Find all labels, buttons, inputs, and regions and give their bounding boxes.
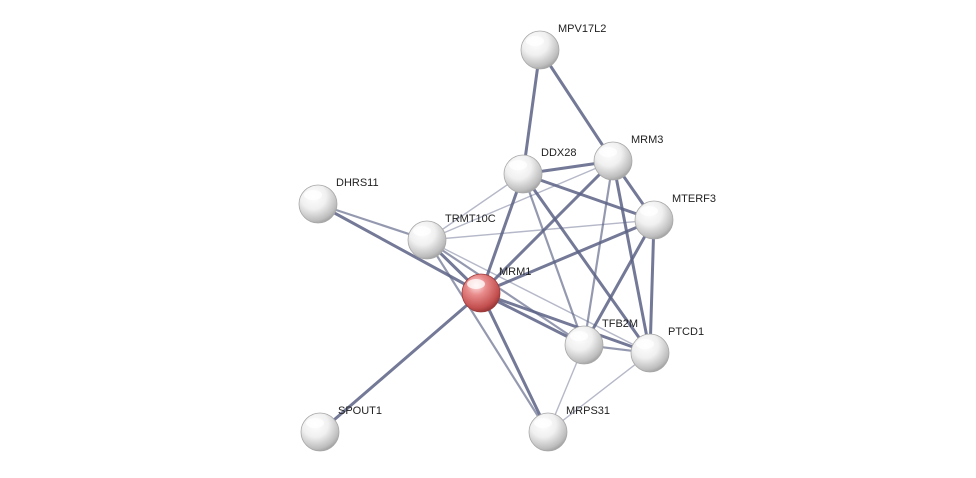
node-label-mpv17l2: MPV17L2 — [558, 23, 606, 35]
node-mrm3[interactable]: MRM3 — [593, 134, 663, 181]
node-highlight — [509, 160, 527, 170]
node-sphere[interactable] — [593, 141, 633, 181]
node-highlight — [570, 331, 588, 341]
node-highlight — [534, 418, 552, 428]
edge-mrm3-tfb2m — [582, 159, 615, 347]
node-label-mrm1: MRM1 — [499, 266, 531, 278]
node-highlight — [306, 418, 324, 428]
node-highlight — [304, 190, 322, 200]
edge-ptcd1-mrps31 — [547, 352, 651, 433]
node-spout1[interactable]: SPOUT1 — [300, 405, 382, 452]
edge-trmt10c-ptcd1 — [426, 239, 651, 354]
node-ptcd1[interactable]: PTCD1 — [630, 326, 704, 373]
edge-mterf3-mrm1 — [479, 218, 656, 295]
node-mrm1[interactable]: MRM1 — [461, 266, 531, 313]
edge-ddx28-trmt10c — [426, 173, 524, 241]
edges-layer — [316, 48, 656, 434]
node-highlight — [599, 147, 617, 157]
node-sphere[interactable] — [520, 30, 560, 70]
edge-mrm1-mrps31 — [479, 291, 550, 434]
node-label-spout1: SPOUT1 — [338, 405, 382, 417]
node-sphere[interactable] — [528, 412, 568, 452]
edge-trmt10c-mrps31 — [425, 238, 550, 434]
node-label-dhrs11: DHRS11 — [336, 177, 379, 189]
node-label-mrps31: MRPS31 — [566, 405, 610, 417]
node-sphere[interactable] — [634, 200, 674, 240]
node-sphere[interactable] — [503, 154, 543, 194]
edge-mterf3-tfb2m — [582, 218, 656, 347]
edge-mrm1-ptcd1 — [479, 291, 652, 355]
edge-mterf3-ptcd1 — [648, 218, 656, 355]
node-mpv17l2[interactable]: MPV17L2 — [520, 23, 606, 70]
node-trmt10c[interactable]: TRMT10C — [407, 213, 496, 260]
node-dhrs11[interactable]: DHRS11 — [298, 177, 379, 224]
edge-ddx28-ptcd1 — [521, 172, 652, 355]
edge-ddx28-mterf3 — [521, 172, 656, 222]
edge-mrm1-spout1 — [318, 291, 483, 434]
node-sphere[interactable] — [298, 184, 338, 224]
node-highlight — [413, 226, 431, 236]
node-highlight — [467, 279, 485, 289]
edge-trmt10c-tfb2m — [425, 238, 586, 347]
node-sphere[interactable] — [300, 412, 340, 452]
edge-ddx28-tfb2m — [521, 172, 586, 347]
edge-ddx28-mrm1 — [479, 172, 525, 295]
node-highlight — [640, 206, 658, 216]
query-node-sphere[interactable] — [461, 273, 501, 313]
node-label-tfb2m: TFB2M — [602, 318, 638, 330]
node-sphere[interactable] — [407, 220, 447, 260]
node-highlight — [636, 339, 654, 349]
node-mterf3[interactable]: MTERF3 — [634, 193, 716, 240]
edge-mpv17l2-ddx28 — [521, 48, 542, 176]
node-sphere[interactable] — [630, 333, 670, 373]
node-label-trmt10c: TRMT10C — [445, 213, 496, 225]
node-highlight — [526, 36, 544, 46]
edge-mterf3-trmt10c — [426, 219, 655, 241]
node-mrps31[interactable]: MRPS31 — [528, 405, 610, 452]
node-sphere[interactable] — [564, 325, 604, 365]
node-label-mrm3: MRM3 — [631, 134, 663, 146]
node-label-ddx28: DDX28 — [541, 147, 576, 159]
edge-mpv17l2-mrm3 — [538, 48, 615, 163]
node-ddx28[interactable]: DDX28 — [503, 147, 576, 194]
edge-mrm3-mrm1 — [479, 159, 615, 295]
edge-mrm3-trmt10c — [426, 160, 614, 241]
edge-mrm3-ptcd1 — [611, 159, 652, 355]
node-tfb2m[interactable]: TFB2M — [564, 318, 638, 365]
node-label-ptcd1: PTCD1 — [668, 326, 704, 338]
node-label-mterf3: MTERF3 — [672, 193, 716, 205]
edge-dhrs11-mrm1 — [316, 202, 483, 295]
